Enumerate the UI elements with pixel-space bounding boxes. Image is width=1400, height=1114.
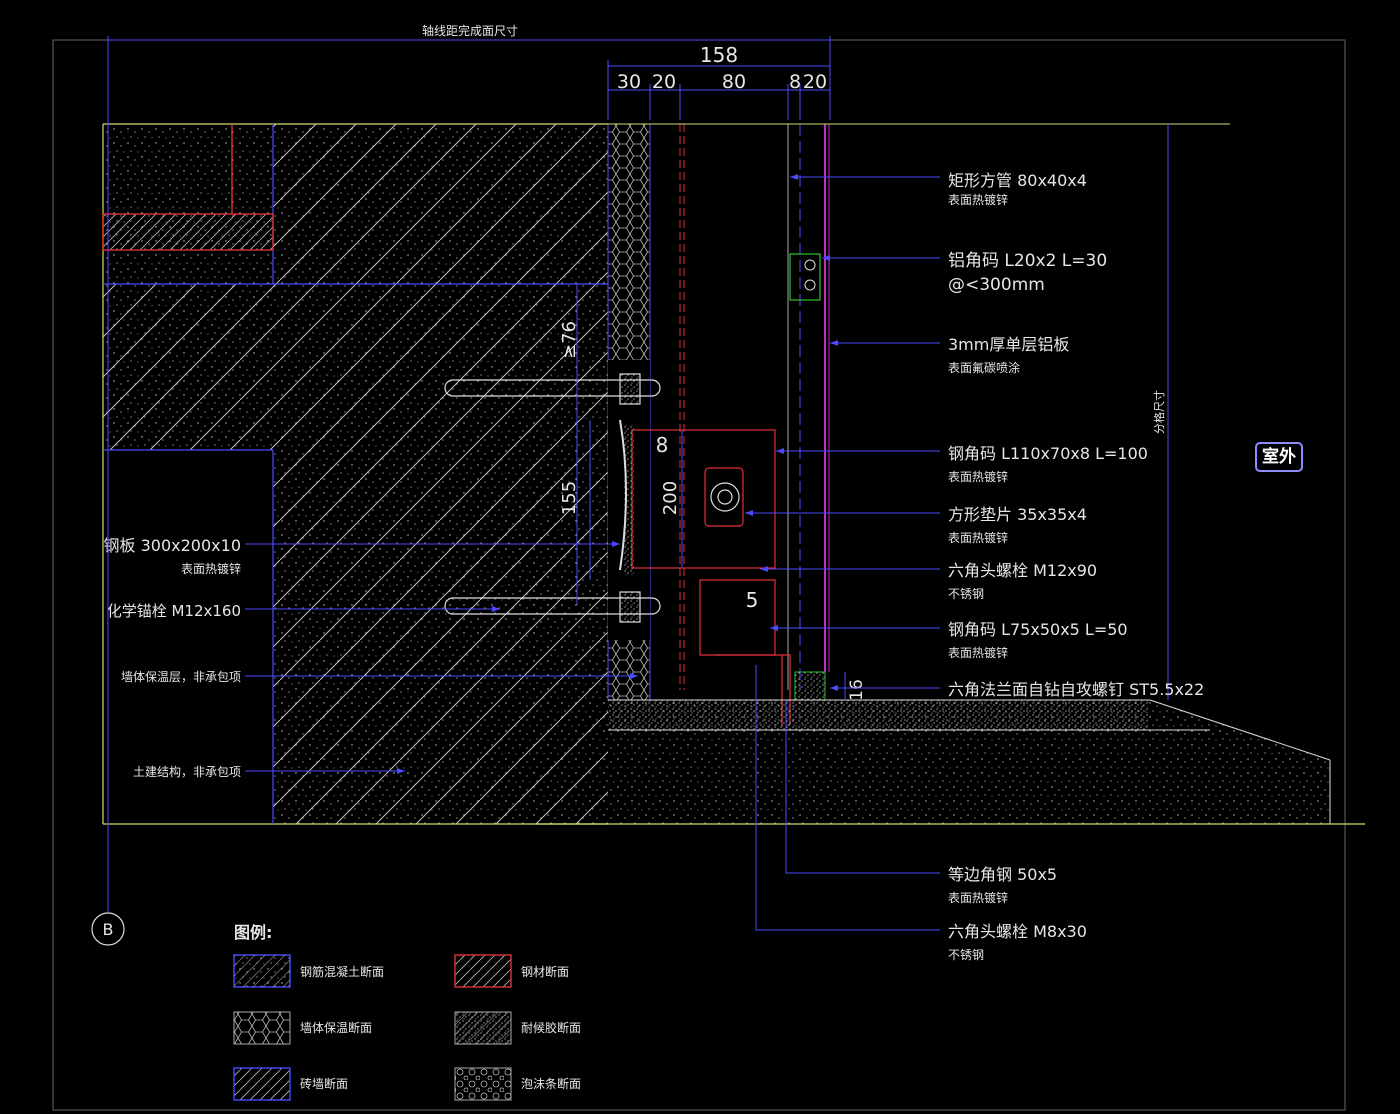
legend-swatch-foam xyxy=(454,1067,512,1101)
callout-steel-clip-110-sub: 表面热镀锌 xyxy=(948,470,1008,484)
callouts-left: 钢板 300x200x10 表面热镀锌 化学锚栓 M12x160 墙体保温层，非… xyxy=(104,536,241,779)
dim-16: 16 xyxy=(847,679,867,701)
legend: 图例: 钢筋混凝土断面 钢材断面 墙体保温断面 耐候胶断面 砖墙断面 泡沫条断面 xyxy=(233,923,581,1101)
callout-rect-tube-sub: 表面热镀锌 xyxy=(948,193,1008,207)
callout-angle-steel-sub: 表面热镀锌 xyxy=(948,891,1008,905)
legend-swatch-brick xyxy=(233,1067,291,1101)
right-leaders xyxy=(745,174,940,931)
callout-bolt-m8-sub: 不锈钢 xyxy=(948,948,984,962)
callout-steel-plate-sub: 表面热镀锌 xyxy=(181,562,241,576)
dim-seg-8: 8 xyxy=(789,71,801,93)
ground-base xyxy=(535,699,1365,825)
callout-chem-anchor: 化学锚栓 M12x160 xyxy=(107,602,241,620)
callout-screw: 六角法兰面自钻自攻螺钉 ST5.5x22 xyxy=(948,680,1204,699)
axis-b-label: B xyxy=(103,920,114,939)
top-axis-dimension: 轴线距完成面尺寸 xyxy=(107,23,831,120)
top-axis-label: 轴线距完成面尺寸 xyxy=(422,23,518,38)
legend-label-insulation: 墙体保温断面 xyxy=(300,1020,372,1035)
dim-seg-20a: 20 xyxy=(652,71,676,93)
vertical-dimensions xyxy=(576,124,1169,700)
callout-steel-clip-75-sub: 表面热镀锌 xyxy=(948,646,1008,660)
legend-swatch-steel xyxy=(454,954,512,988)
chemical-anchors xyxy=(444,373,661,623)
dim-seg-30: 30 xyxy=(617,71,641,93)
callout-alu-panel: 3mm厚单层铝板 xyxy=(948,335,1069,354)
dim-overall: 158 xyxy=(700,43,738,67)
legend-title: 图例: xyxy=(234,923,272,942)
dim-200: 200 xyxy=(660,481,681,515)
callout-alu-clip: 铝角码 L20x2 L=30 xyxy=(948,251,1107,271)
left-leaders xyxy=(245,541,638,774)
callout-structure: 土建结构，非承包项 xyxy=(133,764,241,779)
callouts-right: 矩形方管 80x40x4 表面热镀锌 铝角码 L20x2 L=30 @<300m… xyxy=(948,171,1204,962)
callout-steel-plate: 钢板 300x200x10 xyxy=(104,536,241,555)
callout-steel-clip-110: 钢角码 L110x70x8 L=100 xyxy=(948,444,1148,463)
callout-bolt-m12: 六角头螺栓 M12x90 xyxy=(948,561,1097,580)
callout-bolt-m12-sub: 不锈钢 xyxy=(948,587,984,601)
dim-seg-80: 80 xyxy=(722,71,746,93)
callout-insulation: 墙体保温层，非承包项 xyxy=(121,670,241,684)
legend-label-foam: 泡沫条断面 xyxy=(521,1076,581,1091)
callout-steel-clip-75: 钢角码 L75x50x5 L=50 xyxy=(948,620,1128,639)
callout-rect-tube: 矩形方管 80x40x4 xyxy=(948,171,1087,190)
callout-angle-steel: 等边角钢 50x5 xyxy=(948,865,1057,884)
callout-bolt-m8: 六角头螺栓 M8x30 xyxy=(948,922,1087,941)
dim-8: 8 xyxy=(656,433,669,457)
legend-swatch-insulation xyxy=(233,1011,291,1045)
callout-washer: 方形垫片 35x35x4 xyxy=(948,505,1087,524)
callout-alu-clip-sub: @<300mm xyxy=(948,275,1045,295)
dim-5: 5 xyxy=(746,588,759,612)
dim-155: 155 xyxy=(559,481,580,515)
steel-bracket xyxy=(619,253,826,725)
legend-label-sealant: 耐候胶断面 xyxy=(521,1020,581,1035)
legend-label-concrete: 钢筋混凝土断面 xyxy=(300,964,384,979)
outdoor-label: 室外 xyxy=(1255,442,1303,472)
axis-b-marker: B xyxy=(91,120,125,946)
dim-seg-20b: 20 xyxy=(803,71,827,93)
legend-label-steel: 钢材断面 xyxy=(521,964,569,979)
callout-washer-sub: 表面热镀锌 xyxy=(948,531,1008,545)
legend-label-brick: 砖墙断面 xyxy=(300,1076,348,1091)
callout-alu-panel-sub: 表面氟碳喷涂 xyxy=(948,360,1020,375)
concrete-structure xyxy=(102,123,608,825)
dim-76: ≥76 xyxy=(559,321,580,359)
dim-grid-right: 分格尺寸 xyxy=(1152,390,1166,434)
segment-dimensions xyxy=(607,60,831,120)
cladding-lines xyxy=(465,123,1230,690)
